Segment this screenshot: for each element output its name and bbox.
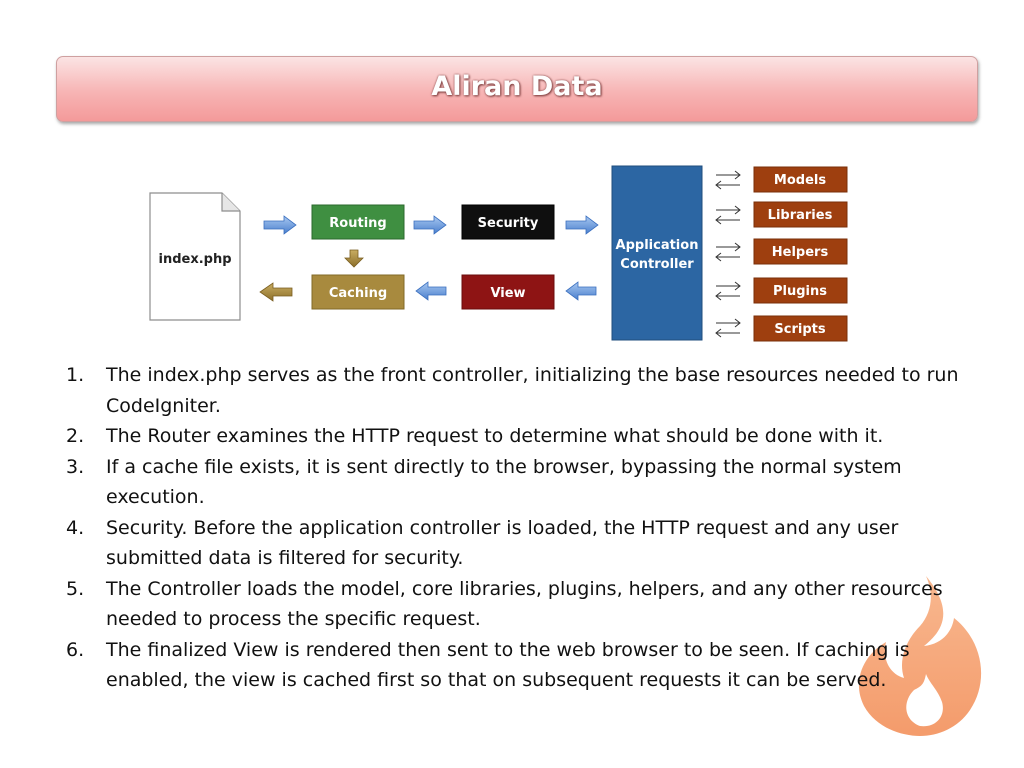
step-text: Security. Before the application control… xyxy=(106,516,899,570)
security-box: Security xyxy=(461,204,555,240)
step-text: If a cache file exists, it is sent direc… xyxy=(106,455,902,509)
bidirectional-arrows xyxy=(715,170,741,338)
routing-box-shape xyxy=(311,204,405,240)
libraries-box-shape xyxy=(753,201,848,228)
step-number: 5. xyxy=(66,577,85,600)
resource-models: Models xyxy=(753,166,848,193)
models-box-shape xyxy=(753,166,848,193)
caching-label: Caching xyxy=(329,286,387,301)
arrow-right-icon xyxy=(413,215,447,235)
view-box: View xyxy=(461,274,555,310)
routing-box: Routing xyxy=(311,204,405,240)
double-arrow-icon xyxy=(715,242,741,262)
view-box-shape xyxy=(461,274,555,310)
controller-label-line2: Controller xyxy=(620,257,694,272)
caching-box-shape xyxy=(311,274,405,310)
security-box-shape xyxy=(461,204,555,240)
caching-box: Caching xyxy=(311,274,405,310)
arrow-left-icon xyxy=(415,281,447,301)
flow-diagram: index.php Routing Security Caching View … xyxy=(149,165,848,342)
resource-scripts: Scripts xyxy=(753,315,848,342)
list-item: 4. Security. Before the application contr… xyxy=(62,513,972,574)
file-label: index.php xyxy=(158,252,231,267)
list-item: 1. The index.php serves as the front cont… xyxy=(62,360,972,421)
step-number: 4. xyxy=(66,516,85,539)
plugins-label: Plugins xyxy=(773,284,827,299)
step-number: 2. xyxy=(66,425,85,447)
double-arrow-icon xyxy=(715,318,741,338)
list-item: 6. The finalized View is rendered then se… xyxy=(62,635,972,696)
list-item: 5. The Controller loads the model, core l… xyxy=(62,574,972,635)
step-number: 3. xyxy=(66,455,85,478)
arrow-right-icon xyxy=(263,215,297,235)
flame-shape xyxy=(858,576,982,736)
plugins-box-shape xyxy=(753,277,848,304)
step-text: The index.php serves as the front contro… xyxy=(106,364,959,417)
resource-libraries: Libraries xyxy=(753,201,848,228)
libraries-label: Libraries xyxy=(768,208,833,223)
title-banner: Aliran Data xyxy=(56,56,978,122)
scripts-label: Scripts xyxy=(774,322,825,337)
double-arrow-icon xyxy=(715,281,741,301)
file-fold-corner xyxy=(221,193,240,212)
application-controller-box: Application Controller xyxy=(611,165,703,341)
slide-title: Aliran Data xyxy=(431,71,603,102)
arrow-right-icon xyxy=(565,215,599,235)
index-php-file: index.php xyxy=(149,192,241,321)
step-text: The finalized View is rendered then sent… xyxy=(106,638,910,692)
step-text: The Controller loads the model, core lib… xyxy=(106,577,943,631)
routing-label: Routing xyxy=(329,216,386,231)
models-label: Models xyxy=(774,173,826,188)
resource-helpers: Helpers xyxy=(753,238,848,265)
arrow-down-icon xyxy=(344,249,364,268)
double-arrow-icon xyxy=(715,170,741,190)
file-page-shape xyxy=(149,192,241,321)
list-item: 3. If a cache file exists, it is sent dir… xyxy=(62,452,972,513)
step-number: 6. xyxy=(66,638,85,661)
helpers-label: Helpers xyxy=(772,245,829,260)
security-label: Security xyxy=(478,216,539,231)
view-label: View xyxy=(490,286,525,301)
controller-box-shape xyxy=(611,165,703,341)
step-number: 1. xyxy=(66,364,85,386)
list-item: 2. The Router examines the HTTP request t… xyxy=(62,421,972,452)
controller-label-line1: Application xyxy=(616,238,699,253)
step-text: The Router examines the HTTP request to … xyxy=(106,425,884,447)
scripts-box-shape xyxy=(753,315,848,342)
codeigniter-flame-logo xyxy=(858,576,982,736)
steps-list: 1. The index.php serves as the front cont… xyxy=(62,360,972,696)
resource-plugins: Plugins xyxy=(753,277,848,304)
double-arrow-icon xyxy=(715,205,741,225)
helpers-box-shape xyxy=(753,238,848,265)
arrow-left-icon xyxy=(259,282,293,302)
arrow-left-icon xyxy=(565,281,597,301)
